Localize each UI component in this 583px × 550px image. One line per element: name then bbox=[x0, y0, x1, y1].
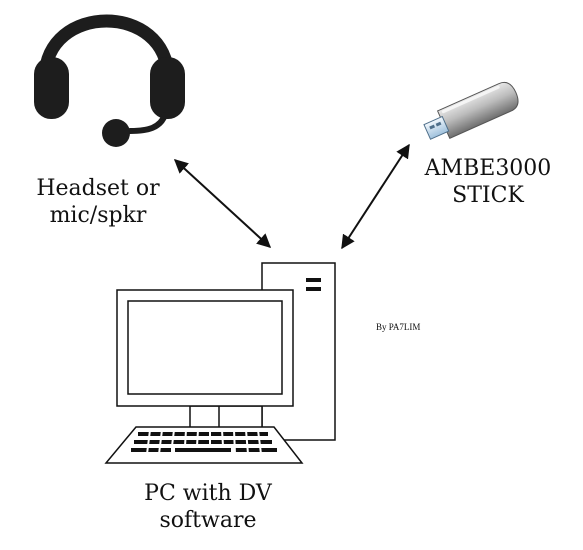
pc-label-line2: software bbox=[159, 508, 257, 533]
pc-label-line1: PC with DV bbox=[144, 481, 272, 506]
usb-stick-icon bbox=[423, 81, 519, 140]
headset-label: Headset or mic/spkr bbox=[22, 175, 174, 229]
headset-pc-arrow bbox=[173, 159, 272, 248]
headset-label-line1: Headset or bbox=[36, 176, 160, 201]
desktop-computer-icon bbox=[104, 262, 336, 464]
stick-pc-arrow bbox=[341, 143, 410, 250]
pc-label: PC with DV software bbox=[130, 480, 286, 534]
headset-label-line2: mic/spkr bbox=[49, 203, 147, 228]
author-credit: By PA7LIM bbox=[376, 322, 421, 332]
headset-icon bbox=[34, 14, 185, 147]
ambe-stick-label-line2: STICK bbox=[452, 183, 524, 208]
ambe-stick-label-line1: AMBE3000 bbox=[424, 156, 552, 181]
monitor-screen bbox=[127, 300, 283, 395]
ambe-stick-label: AMBE3000 STICK bbox=[418, 155, 558, 209]
